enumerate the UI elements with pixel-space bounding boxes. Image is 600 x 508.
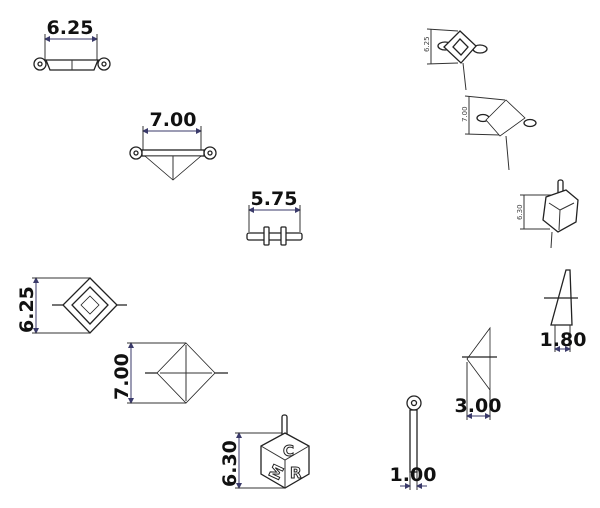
dimension-label: 6.30 <box>219 440 241 487</box>
dimension-label: 6.25 <box>423 36 431 52</box>
dimension-label: 5.75 <box>251 188 298 210</box>
cube-letter: M <box>265 462 288 483</box>
top-view-monogram-cube: 6.30 M C R <box>219 414 310 489</box>
cube-letter: R <box>290 464 302 482</box>
iso-view-monogram-cube: 6.30 <box>516 179 579 249</box>
side-view-pave: 3.00 <box>455 326 502 420</box>
front-view-link-profile: 6.25 <box>33 17 111 71</box>
dimension-label: 3.00 <box>455 395 502 417</box>
top-view-diamond-link: 6.25 <box>16 277 127 334</box>
side-view-diamond: 1.80 <box>540 269 587 352</box>
front-view-pave-triangle: 7.00 <box>129 109 217 181</box>
cube-letter: C <box>283 442 294 460</box>
dimension-label: 6.25 <box>16 286 38 333</box>
iso-view-pave-diamond: 7.00 <box>461 95 537 171</box>
iso-view-diamond-link: 6.25 <box>423 28 488 91</box>
dimension-label: 6.30 <box>516 204 524 220</box>
front-view-bar: 5.75 <box>246 188 303 246</box>
dimension-label: 1.80 <box>540 329 587 351</box>
dimension-label: 7.00 <box>461 106 469 122</box>
dimension-label: 7.00 <box>111 353 133 400</box>
dimension-label: 1.00 <box>390 464 437 486</box>
dimension-label: 6.25 <box>47 17 94 39</box>
top-view-pave-diamond: 7.00 <box>111 342 228 404</box>
side-view-pin: 1.00 <box>390 395 437 490</box>
dimension-label: 7.00 <box>150 109 197 131</box>
